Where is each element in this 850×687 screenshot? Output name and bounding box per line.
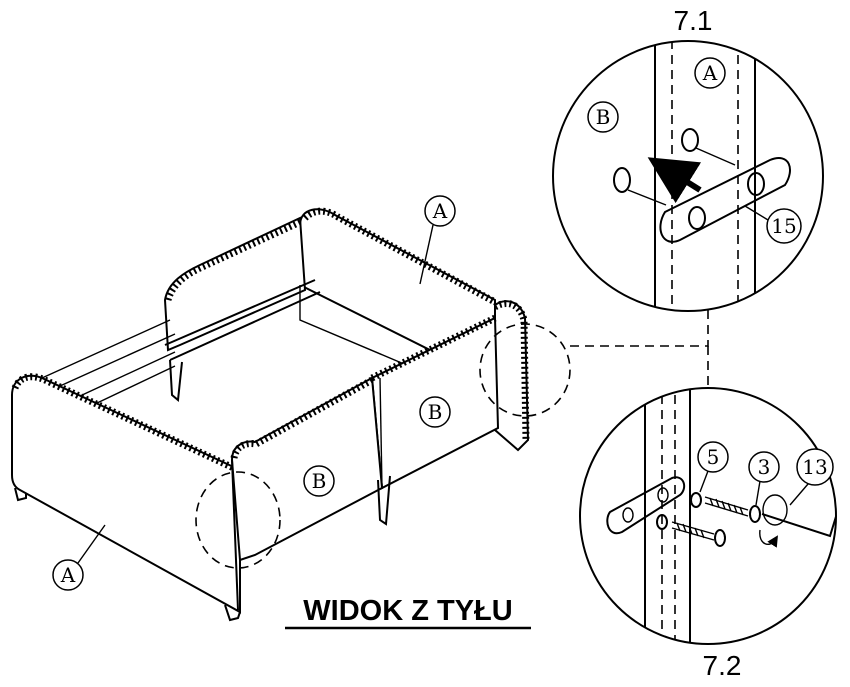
- main-label-a-top: A: [419, 195, 456, 285]
- detail-7-2: 5 3 13: [579, 387, 837, 645]
- view-caption: WIDOK Z TYŁU: [303, 595, 512, 627]
- svg-text:13: 13: [802, 455, 827, 479]
- connector-plate: [659, 157, 791, 243]
- rear-side-panel: [163, 216, 307, 352]
- step-number-7-1: 7.1: [674, 5, 713, 36]
- part-label-15: 15: [744, 205, 802, 244]
- main-label-b-right: B: [419, 396, 451, 428]
- part-label-3: 3: [748, 451, 780, 506]
- mounted-plate: [606, 476, 686, 535]
- svg-text:A: A: [432, 199, 448, 223]
- part-label-13: 13: [789, 448, 834, 506]
- part-label-5: 5: [697, 441, 729, 493]
- main-label-a-bottom: A: [52, 524, 106, 591]
- front-long-panel-a: [11, 374, 241, 614]
- main-label-b-left: B: [303, 465, 335, 497]
- detail-label-b: B: [587, 101, 619, 133]
- svg-text:B: B: [596, 105, 611, 129]
- step-number-7-2: 7.2: [703, 650, 742, 681]
- svg-text:3: 3: [758, 455, 771, 479]
- detail-circle-left: [195, 471, 281, 569]
- svg-text:5: 5: [707, 445, 720, 469]
- svg-text:B: B: [428, 400, 443, 424]
- footboard-panel-b-left: [230, 376, 384, 562]
- svg-text:A: A: [702, 61, 718, 85]
- svg-text:B: B: [312, 469, 327, 493]
- svg-text:A: A: [60, 563, 76, 587]
- slat-rail: [164, 279, 321, 361]
- detail-7-1: A B 15: [552, 40, 824, 312]
- detail-label-a: A: [694, 57, 726, 89]
- detail-circle-right: [479, 323, 571, 417]
- svg-text:15: 15: [771, 214, 796, 238]
- hex-key: [761, 509, 836, 538]
